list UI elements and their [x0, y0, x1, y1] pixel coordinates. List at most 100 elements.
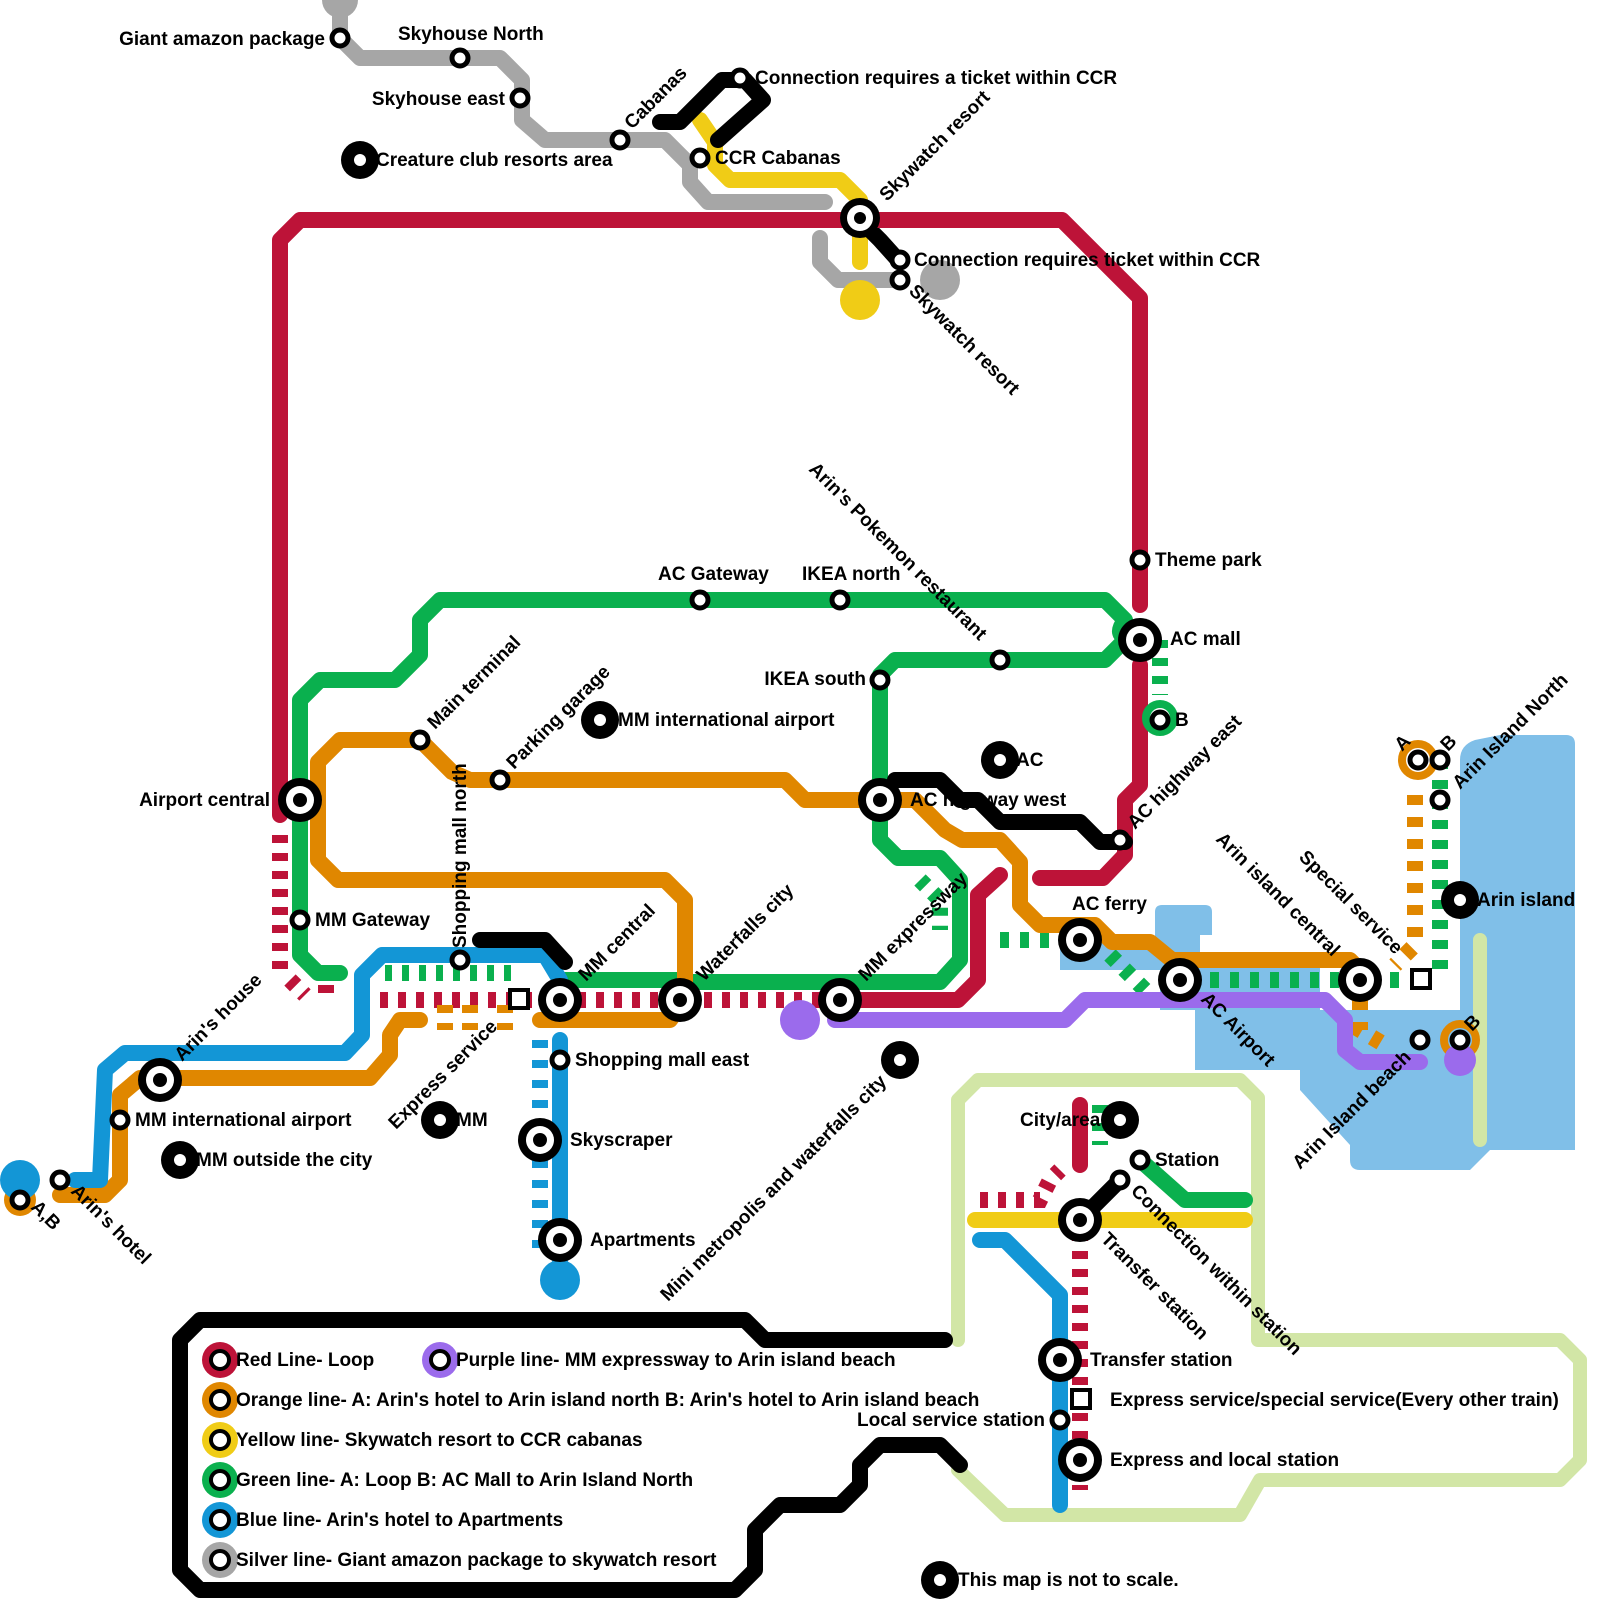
label-shopping-mall-north: Shopping mall north [450, 763, 471, 948]
station-conn-ccr-right [889, 249, 911, 271]
label-skywatch-b: Skywatch resort [904, 281, 1023, 400]
key-transfer-label: Transfer station [1090, 1350, 1233, 1371]
legend-note: This map is not to scale. [958, 1570, 1179, 1591]
station-connection-within [1109, 1169, 1131, 1191]
label-arins-pokemon: Arin's Pokemon restaurant [804, 459, 991, 646]
label-ac-gateway: AC Gateway [658, 564, 769, 585]
legend-orange: Orange line- A: Arin's hotel to Arin isl… [202, 1382, 979, 1418]
label-mm-outside: MM outside the city [196, 1150, 373, 1171]
label-skyhouse-north: Skyhouse North [398, 24, 544, 45]
station-mm-gateway [289, 909, 311, 931]
purple-line [780, 992, 1476, 1076]
label-waterfalls-city: Waterfalls city [693, 880, 799, 986]
label-skyscraper: Skyscraper [570, 1130, 673, 1151]
station-theme-park [1129, 549, 1151, 571]
label-station: Station [1155, 1150, 1219, 1171]
label-giant-amazon: Giant amazon package [119, 29, 325, 50]
station-apartments [538, 1218, 582, 1262]
station-arins-pokemon [989, 649, 1011, 671]
svg-text:Yellow line- Skywatch resort t: Yellow line- Skywatch resort to CCR caba… [236, 1430, 643, 1451]
orange-line [4, 732, 1480, 1216]
station-skyscraper [518, 1118, 562, 1162]
station-mm-intl-airport [109, 1109, 131, 1131]
red-line [272, 212, 1148, 1490]
station-b-beach [1449, 1029, 1471, 1051]
area-mm-outside [161, 1141, 199, 1179]
svg-text:Silver line- Giant amazon pack: Silver line- Giant amazon package to sky… [236, 1550, 717, 1571]
station-ccr-cabanas [689, 147, 711, 169]
station-ac-highway-west [858, 778, 902, 822]
label-ac-highway-west: AC highway west [910, 790, 1067, 811]
label-mini-metropolis: Mini metropolis and waterfalls city [657, 1071, 892, 1306]
svg-text:Green line- A: Loop B: AC Mall: Green line- A: Loop B: AC Mall to Arin I… [236, 1470, 693, 1491]
label-ikea-north: IKEA north [802, 564, 901, 585]
area-mini-metropolis [881, 1041, 919, 1079]
key-local-label: Local service station [857, 1410, 1045, 1431]
label-arin-island: Arin island [1477, 890, 1575, 911]
station-main-terminal [409, 729, 431, 751]
area-mm [421, 1101, 459, 1139]
area-city [1101, 1101, 1139, 1139]
station-ab-left [9, 1189, 31, 1211]
station-skywatch-b [889, 269, 911, 291]
legend-purple: Purple line- MM expressway to Arin islan… [422, 1342, 896, 1378]
label-ac-mall: AC mall [1170, 629, 1241, 650]
station-b-ac-mall [1149, 709, 1171, 731]
station-type-key: Transfer station Express service/special… [857, 1350, 1559, 1471]
label-mm-area: MM [456, 1110, 488, 1131]
station-mm-expressway [818, 978, 862, 1022]
station-transfer-diag [1058, 1198, 1102, 1242]
station-a-north [1407, 749, 1429, 771]
label-shopping-mall-east: Shopping mall east [575, 1050, 750, 1071]
area-creature-club [341, 141, 379, 179]
station-waterfalls-city [658, 978, 702, 1022]
station-arin-island-north [1429, 789, 1451, 811]
station-ikea-north [829, 589, 851, 611]
label-main-terminal: Main terminal [424, 632, 525, 733]
label-creature-club: Creature club resorts area [376, 150, 613, 171]
svg-text:Blue line- Arin's hotel to Apa: Blue line- Arin's hotel to Apartments [236, 1510, 563, 1531]
label-mm-intl-airport: MM international airport [135, 1110, 352, 1131]
svg-text:Purple line- MM expressway to: Purple line- MM expressway to Arin islan… [456, 1350, 896, 1371]
station-shopping-mall-east [549, 1049, 571, 1071]
station-mm-central [538, 978, 582, 1022]
key-transfer-station [1038, 1338, 1082, 1382]
station-ac-ferry [1058, 918, 1102, 962]
label-ac-ferry: AC ferry [1072, 894, 1147, 915]
station-shopping-mall-north [449, 949, 471, 971]
legend-yellow: Yellow line- Skywatch resort to CCR caba… [202, 1422, 643, 1458]
station-skyhouse-north [449, 47, 471, 69]
legend-blue: Blue line- Arin's hotel to Apartments [202, 1502, 563, 1538]
label-mm-intl-airport-big: MM international airport [618, 710, 835, 731]
station-conn-ccr-top [729, 67, 751, 89]
area-note [921, 1561, 959, 1599]
key-express-local [1058, 1438, 1102, 1482]
area-arin-island [1441, 881, 1479, 919]
label-skyhouse-east: Skyhouse east [372, 89, 506, 110]
label-arin-island-central: Arin island central [1211, 829, 1343, 961]
area-ac [981, 741, 1019, 779]
station-arins-house [138, 1058, 182, 1102]
svg-text:Orange line- A: Arin's hotel t: Orange line- A: Arin's hotel to Arin isl… [236, 1390, 979, 1411]
label-conn-ccr-right: Connection requires ticket within CCR [914, 250, 1261, 271]
station-special-service-square [1410, 968, 1432, 990]
station-skyhouse-east [509, 87, 531, 109]
key-local-station [1049, 1409, 1071, 1431]
label-b-ac-mall: B [1175, 710, 1189, 731]
legend-box [172, 1312, 968, 1598]
key-express-special-square [1070, 1388, 1092, 1410]
station-ac-highway-east [1109, 829, 1131, 851]
station-giant-amazon [329, 27, 351, 49]
silver-line [322, 0, 960, 300]
station-skywatch-a [840, 198, 880, 238]
station-arin-island-central [1338, 958, 1382, 1002]
station-ac-airport [1158, 958, 1202, 1002]
legend-entries: Red Line- Loop Purple line- MM expresswa… [202, 1342, 1179, 1591]
label-theme-park: Theme park [1155, 550, 1262, 571]
key-express-local-label: Express and local station [1110, 1450, 1339, 1471]
station-ac-mall [1118, 618, 1162, 662]
label-city-area: City/area [1020, 1110, 1101, 1131]
station-airport-central [278, 778, 322, 822]
label-mm-gateway: MM Gateway [315, 910, 431, 931]
